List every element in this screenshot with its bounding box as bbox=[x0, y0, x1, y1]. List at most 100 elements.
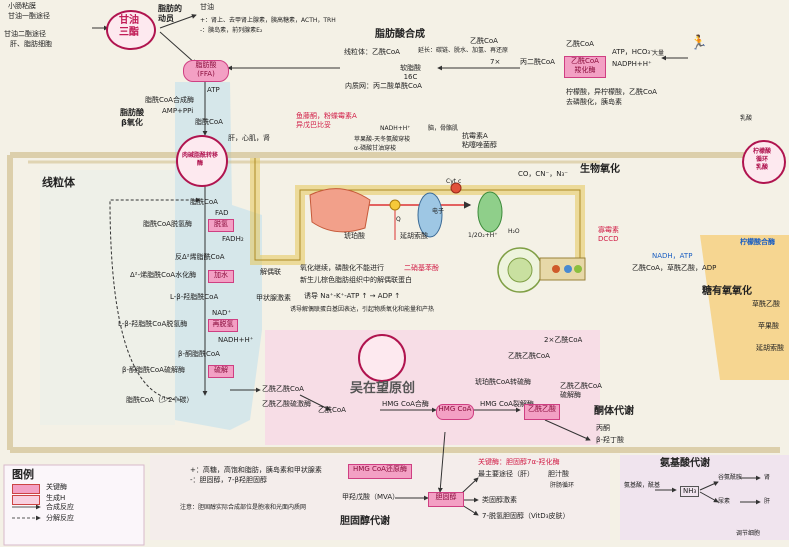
acetoacetate-node: 乙酰乙酸 bbox=[524, 404, 560, 420]
succinyl-transferase: 琥珀酰CoA转硫酶 bbox=[475, 378, 531, 386]
uncoupler-note2: 新生儿棕色脂肪组织中的解偶联蛋白 bbox=[300, 276, 412, 284]
regulation: 调节细胞 bbox=[736, 530, 761, 537]
etc-nadh: NADH+H⁺ bbox=[380, 125, 411, 132]
legend-synthesis: 合成反应 bbox=[46, 503, 74, 511]
vitd: 7-脱氢胆固醇（VitD₃皮肤） bbox=[482, 512, 570, 520]
cholesterol-title: 胆固醇代谢 bbox=[340, 516, 390, 527]
tissues-label: 肝，心肌，肾 bbox=[228, 134, 270, 142]
uncoupler-note1: 氧化继续，磷酸化不能进行 bbox=[300, 264, 384, 272]
amp-ppi: AMP+PPi bbox=[162, 107, 194, 115]
cytc-label: Cyt c bbox=[446, 178, 462, 185]
carboxylase-cofactors: ATP，HCO₃⁻ bbox=[612, 48, 654, 56]
hydratase: Δ²-烯脂酰CoA水化酶 bbox=[130, 271, 197, 279]
chol-note: 注意：胆固醇实际合成部位是胞液和光面内质网 bbox=[180, 504, 307, 511]
acetyl-coa-right: 乙酰CoA bbox=[566, 40, 594, 48]
mitochondria-outer-membrane bbox=[7, 152, 780, 453]
beta-ox-title: 脂肪酸 β氧化 bbox=[120, 108, 144, 127]
ffa-node: 脂肪酸 (FFA) bbox=[183, 60, 229, 82]
o2-h2o: 1/2O₂+H⁺ bbox=[468, 232, 498, 239]
nadph: NADPH+H⁺ bbox=[612, 60, 652, 68]
author-watermark: 吴在望原创 bbox=[350, 381, 416, 396]
thyroid-label: 甲状腺激素 bbox=[256, 294, 291, 302]
fa-coa-mito: 脂酰CoA bbox=[190, 198, 218, 206]
acetyl-carboxylase-box: 乙酰CoA 羧化酶 bbox=[564, 56, 606, 78]
acyl-dehydrogenase: 脂酰CoA脱氢酶 bbox=[143, 220, 192, 228]
hydration-box: 加水 bbox=[208, 270, 234, 283]
keto-acyl: β-酮脂酰CoA bbox=[178, 350, 220, 358]
times-seven: 7× bbox=[490, 58, 501, 66]
ketone-title: 酮体代谢 bbox=[594, 406, 634, 417]
acetoacetyl-coa-right: 乙酰乙酰CoA bbox=[508, 352, 550, 360]
urea: 尿素 bbox=[718, 498, 731, 505]
malonyl-coa: 丙二酰CoA bbox=[520, 58, 555, 66]
uncoupler-name: 二硝基苯酚 bbox=[404, 264, 439, 272]
atp-synthase-core bbox=[507, 257, 533, 283]
bile-note: 肝肠循环 bbox=[550, 482, 575, 489]
large-amount: 大量 bbox=[652, 50, 665, 57]
kidney: 肾 bbox=[764, 474, 771, 481]
oligomycin: 寡霉素 DCCD bbox=[598, 226, 619, 243]
key-enzyme-note: 关键酶：胆固醇7α-羟化酶 bbox=[478, 458, 560, 466]
bile-acid: 胆汁酸 bbox=[548, 470, 569, 478]
liver: 肝 bbox=[764, 498, 771, 505]
mito-region bbox=[40, 170, 175, 425]
fa-synthesis-title: 脂肪酸合成 bbox=[375, 29, 425, 40]
trans-enoyl: 反Δ²烯脂酰CoA bbox=[175, 253, 225, 261]
amino-region bbox=[620, 455, 789, 540]
nadh-label: NADH+H⁺ bbox=[218, 336, 254, 344]
mitochondria-label: 线粒体 bbox=[42, 176, 75, 189]
legend-title: 图例 bbox=[12, 468, 34, 481]
thiolase: β-酮脂酰CoA硫解酶 bbox=[122, 366, 185, 374]
legend-product: 生成H bbox=[46, 494, 66, 502]
antimycin: 抗霉素A 粘噻唑菌醇 bbox=[462, 132, 497, 149]
tca-region bbox=[700, 235, 789, 380]
fa-coa-synthase: 脂酰CoA合成酶 bbox=[145, 96, 194, 104]
malate-shuttle: 苹果酸-天冬氨酸穿梭 bbox=[354, 136, 411, 143]
glutamine: 谷氨酰胺 bbox=[718, 474, 743, 481]
malate: 苹果酸 bbox=[758, 322, 779, 330]
carboxylase-inhibitors: 去磷酸化，胰岛素 bbox=[566, 98, 622, 106]
acetyl-coa-double: 2×乙酰CoA bbox=[544, 336, 583, 344]
complex-iii bbox=[417, 192, 443, 238]
sugar-aerobic-title: 糖有氧氧化 bbox=[702, 286, 752, 297]
acetone: 丙酮 bbox=[596, 424, 610, 432]
ketone-region bbox=[265, 330, 600, 445]
atp-in: ATP bbox=[207, 86, 220, 94]
palmitate: 软脂酸 16C bbox=[400, 64, 421, 81]
er-path: 内质网：丙二酸单酰CoA bbox=[345, 82, 422, 90]
carnitine-label: 肉碱脂酰转移酶 bbox=[182, 152, 219, 167]
succinate: 琥珀酸 bbox=[344, 232, 365, 240]
rotenone-inhibitors: 鱼藤酮，粉蝶霉素A 异戊巴比妥 bbox=[296, 112, 357, 129]
water: H₂O bbox=[508, 228, 520, 235]
fumarate-tca: 延胡索酸 bbox=[756, 344, 784, 352]
cholesterol-node: 胆固醇 bbox=[428, 492, 464, 507]
hmg-synthase: HMG CoA合酶 bbox=[382, 400, 429, 408]
ketone-stamp bbox=[358, 334, 406, 382]
q-node bbox=[389, 199, 401, 211]
runner-icon: 🏃 bbox=[690, 35, 708, 51]
triglyceride-label: 甘油 三酯 bbox=[119, 15, 139, 38]
steroid: 类固醇激素 bbox=[482, 496, 517, 504]
thiolysis-box: 硫解 bbox=[208, 365, 234, 378]
citrate-synthase-label: 柠檬酸合酶 bbox=[740, 238, 775, 246]
nh3-node: NH₃ bbox=[680, 486, 700, 497]
extension-note: 延长：碳链、脱水、加氢、再还原 bbox=[418, 47, 509, 54]
cytc-node bbox=[450, 182, 462, 194]
tca-stamp-label: 柠檬酸 循环 乳酸 bbox=[752, 148, 771, 171]
carboxylase-activators: 柠檬酸，异柠檬酸，乙酰CoA bbox=[566, 88, 657, 96]
complex-i bbox=[309, 188, 371, 233]
uncoupler-label: 解偶联 bbox=[260, 268, 281, 276]
atp-synthase-stalk bbox=[539, 257, 586, 281]
l-hydroxy: L-β-羟脂酰CoA bbox=[170, 293, 219, 301]
ketone-thiolase: 乙酰乙酸硫激酶 bbox=[262, 400, 311, 408]
beta-ox-product: 脂酰CoA（少2个碳） bbox=[126, 396, 194, 404]
tca-stamp bbox=[742, 140, 786, 184]
glycerol-label: 甘油 bbox=[200, 3, 214, 11]
intestinal-line1: 小肠粘膜 bbox=[8, 2, 36, 10]
hmg-lyase: HMG CoA裂解酶 bbox=[480, 400, 534, 408]
triglyceride-stamp bbox=[106, 10, 156, 50]
thyroid-note: 诱导解偶联蛋白基因表达，引起物质氧化和能量和产热 bbox=[290, 306, 435, 313]
complex-iv bbox=[477, 191, 503, 233]
glycerol-shuttle: α-磷酸甘油穿梭 bbox=[354, 145, 397, 152]
